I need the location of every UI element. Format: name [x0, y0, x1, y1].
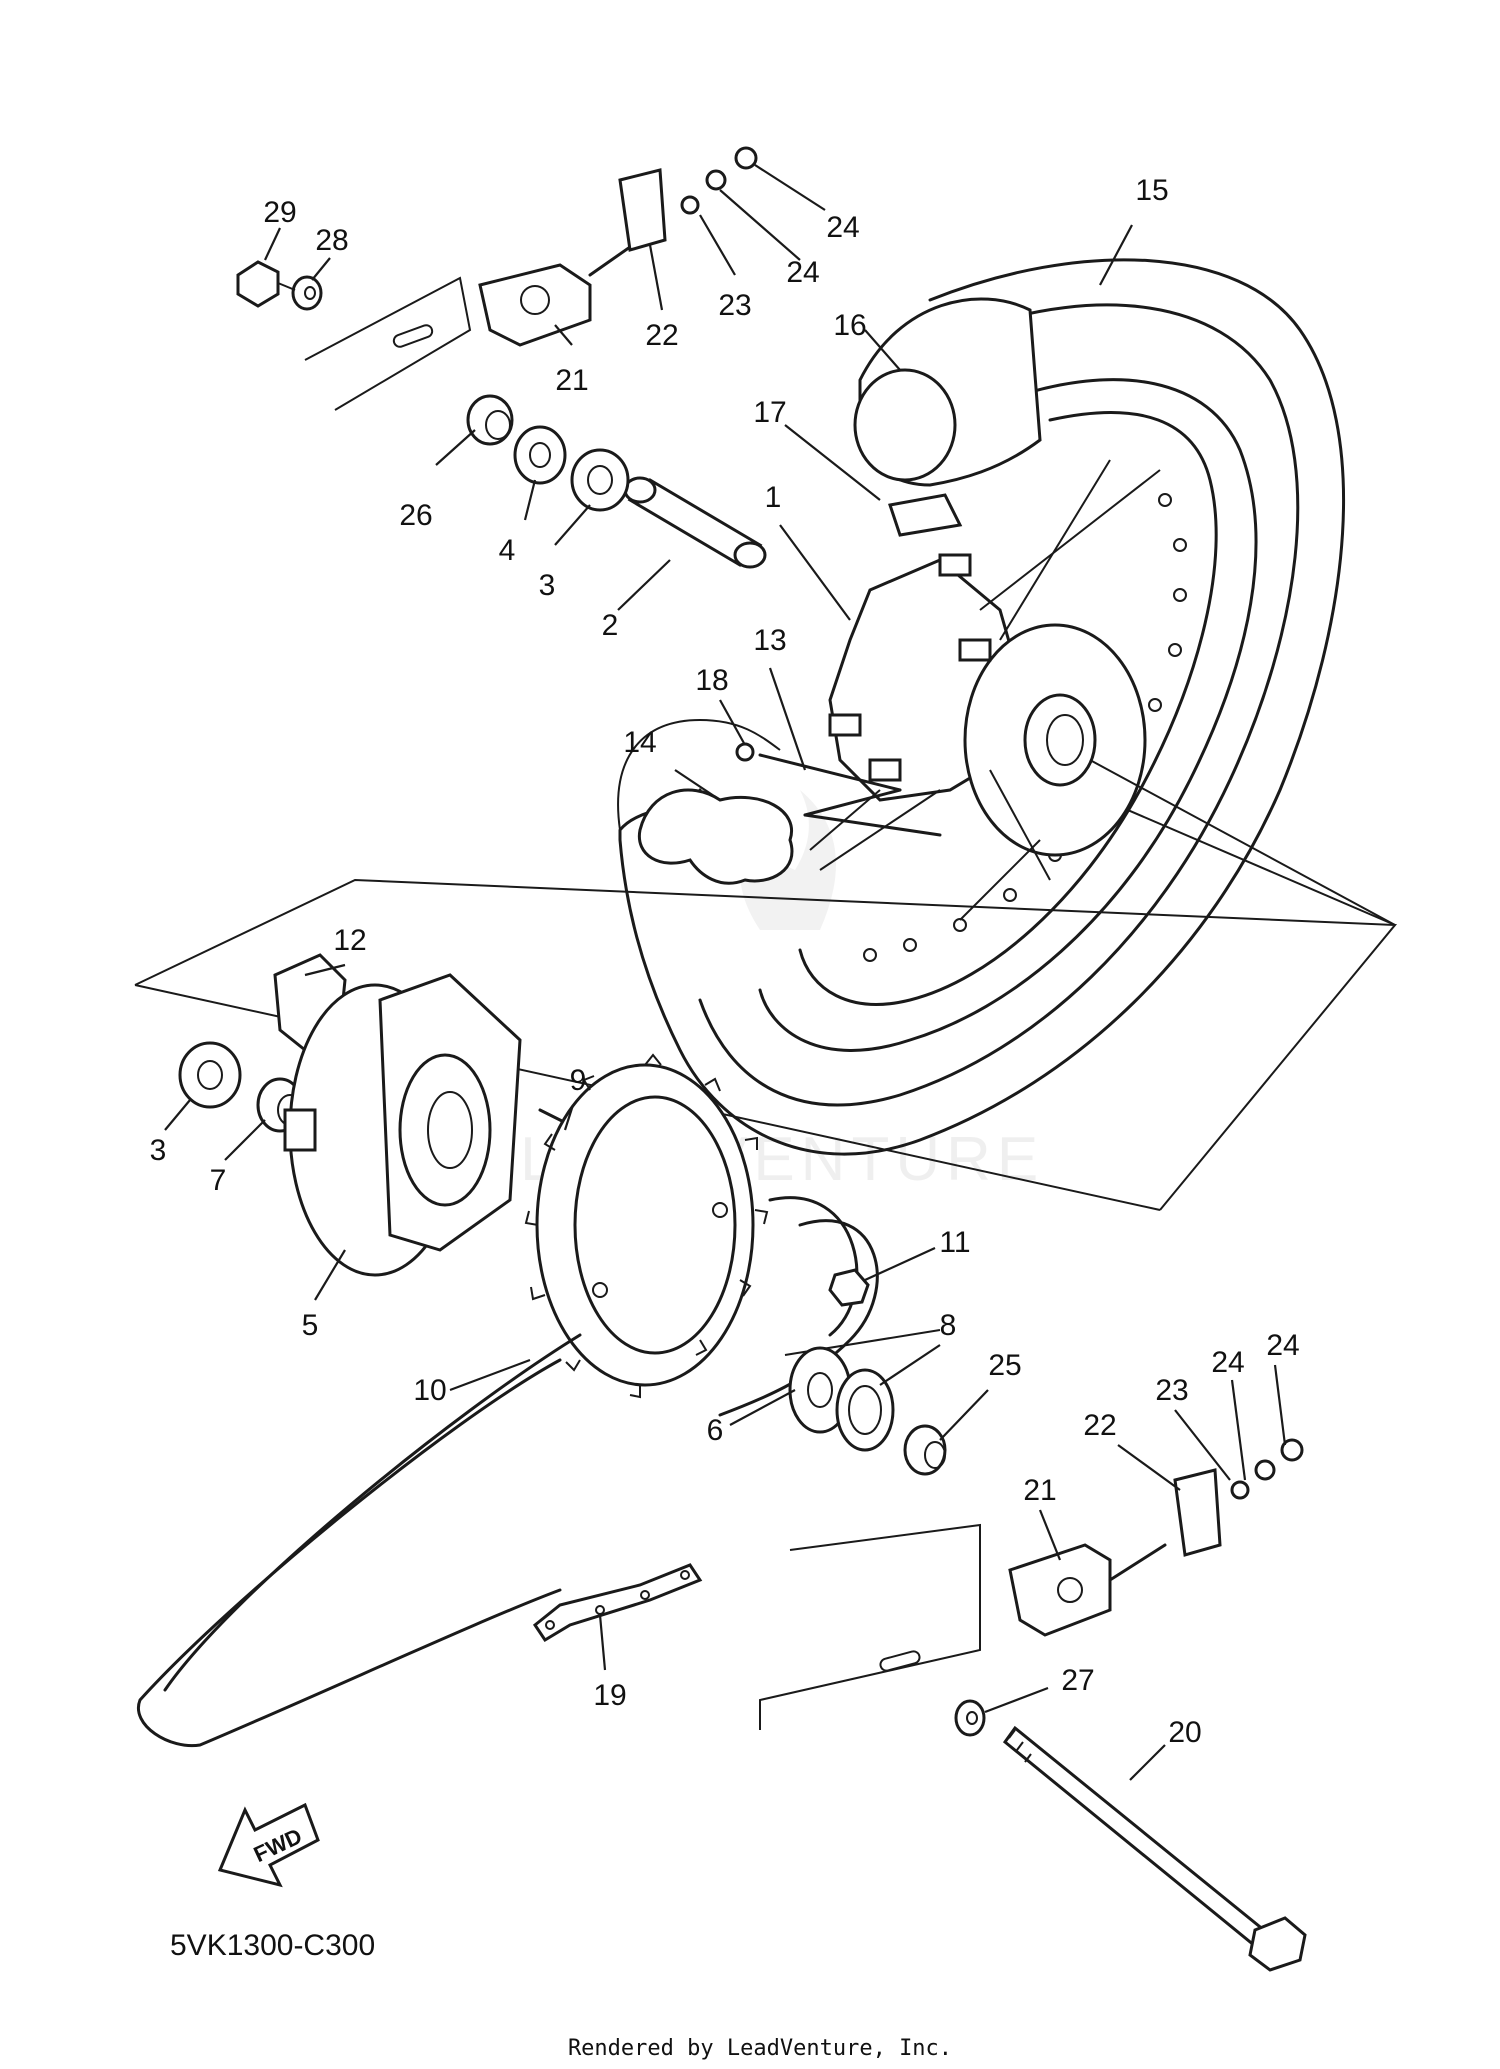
callout-11: 11 [939, 1226, 970, 1259]
rear-axle [954, 1699, 1307, 1972]
leader-lines [164, 164, 1287, 1781]
wheel-hub [809, 459, 1396, 926]
callout-22-lower: 22 [1083, 1409, 1116, 1442]
callout-24-lower-b: 24 [1266, 1329, 1299, 1362]
callout-23-lower: 23 [1155, 1374, 1188, 1407]
callout-25: 25 [988, 1349, 1021, 1382]
sprocket-hub [283, 973, 592, 1277]
tire-tube [853, 297, 1042, 537]
fwd-arrow: FWD [217, 1802, 320, 1888]
callout-22-upper: 22 [645, 319, 678, 352]
callout-29: 29 [263, 196, 296, 229]
axle-collar [623, 476, 767, 569]
callout-6: 6 [707, 1414, 724, 1447]
callout-28: 28 [315, 224, 348, 257]
drive-chain [136, 1196, 879, 1748]
callout-16: 16 [833, 309, 866, 342]
lower-seals [788, 1268, 947, 1476]
callout-12: 12 [333, 924, 366, 957]
callout-24-upper-b: 24 [826, 211, 859, 244]
rear-sprocket [524, 1053, 769, 1399]
callout-3-lower: 3 [150, 1134, 167, 1167]
callout-15: 15 [1135, 174, 1168, 207]
callout-7: 7 [210, 1164, 227, 1197]
callout-26: 26 [399, 499, 432, 532]
callout-17: 17 [753, 396, 786, 429]
callout-numbers: 29 28 21 22 23 24 24 15 16 17 1 26 4 3 2… [150, 174, 1300, 1749]
callout-3-upper: 3 [539, 569, 556, 602]
callout-5: 5 [302, 1309, 319, 1342]
callout-9: 9 [570, 1064, 587, 1097]
callout-10: 10 [413, 1374, 446, 1407]
lower-chain-puller [759, 1438, 1304, 1730]
callout-21-upper: 21 [555, 364, 588, 397]
callout-24-lower-a: 24 [1211, 1346, 1244, 1379]
callout-2: 2 [602, 609, 619, 642]
callout-24-upper-a: 24 [786, 256, 819, 289]
upper-chain-puller [236, 146, 758, 348]
rim-band [637, 788, 794, 885]
callout-19: 19 [593, 1679, 626, 1712]
callout-14: 14 [623, 726, 656, 759]
render-credit: Rendered by LeadVenture, Inc. [568, 2036, 952, 2061]
callout-21-lower: 21 [1023, 1474, 1056, 1507]
callout-8: 8 [940, 1309, 957, 1342]
callout-20: 20 [1168, 1716, 1201, 1749]
spoke-set [735, 742, 942, 837]
callout-13: 13 [753, 624, 786, 657]
callout-4: 4 [499, 534, 516, 567]
callout-27: 27 [1061, 1664, 1094, 1697]
upper-bearings [466, 394, 630, 512]
callout-18: 18 [695, 664, 728, 697]
callout-23-upper: 23 [718, 289, 751, 322]
callout-1: 1 [765, 481, 782, 514]
drawing-code: 5VK1300-C300 [170, 1929, 375, 1962]
